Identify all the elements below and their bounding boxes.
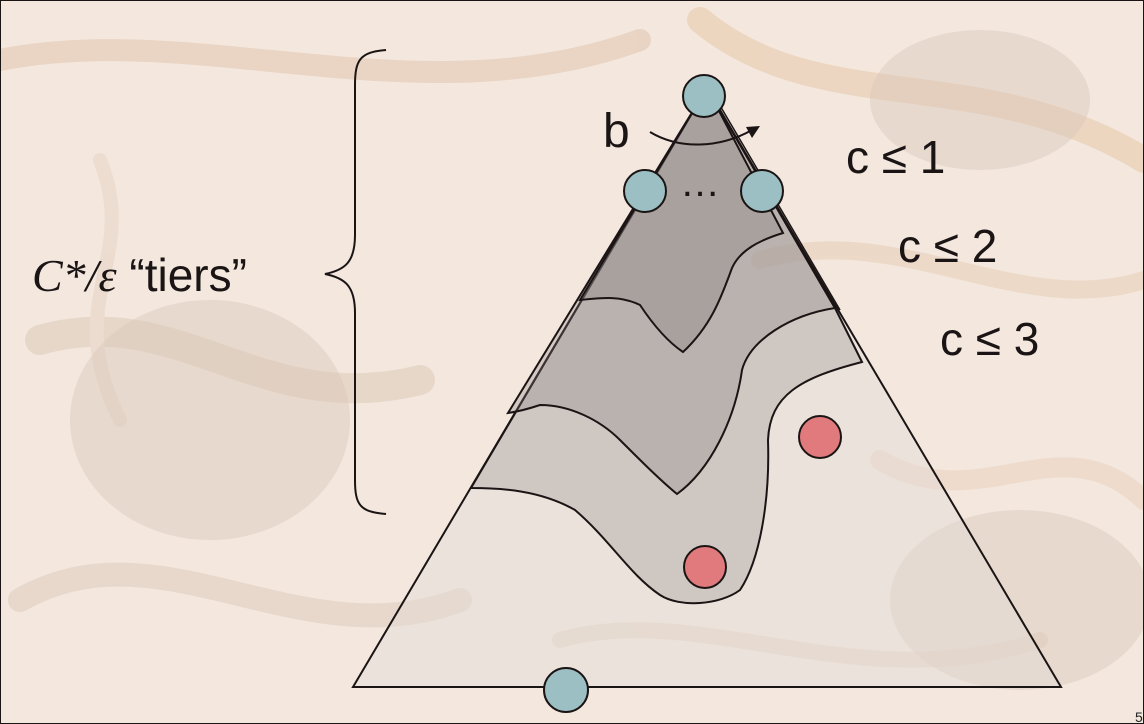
page-number: 5	[1135, 709, 1143, 724]
tiers-text: “tiers”	[129, 249, 247, 301]
blue-node-bottom	[543, 667, 589, 713]
b-label: b	[603, 105, 630, 158]
tiers-brace	[324, 49, 387, 515]
ellipsis-label: …	[680, 161, 722, 205]
constraint-label-2: c ≤ 2	[898, 220, 998, 272]
b-arrow	[649, 129, 753, 146]
blue-node-top	[682, 74, 726, 118]
b-arrowhead	[746, 126, 760, 138]
tier-region-1	[578, 85, 785, 354]
blue-node-left	[623, 169, 667, 213]
red-node-lower	[683, 545, 727, 589]
blue-node-right	[740, 169, 784, 213]
tiers-math: C*/ε	[32, 250, 117, 301]
tiers-label: C*/ε “tiers”	[32, 252, 247, 299]
red-node-upper	[798, 415, 842, 459]
constraint-label-1: c ≤ 1	[846, 131, 946, 183]
tier-region-3	[469, 86, 864, 605]
constraint-label-3: c ≤ 3	[940, 313, 1040, 365]
